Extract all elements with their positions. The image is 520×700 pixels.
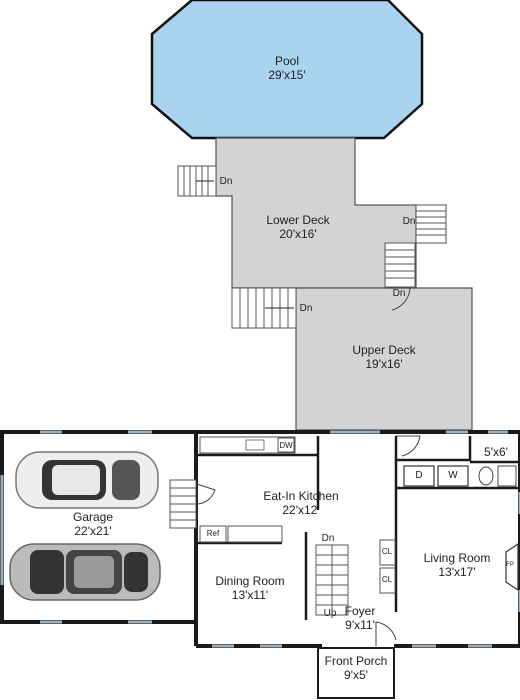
kitchen-label: Eat-In Kitchen 22'x12' [263, 489, 339, 518]
lower-deck-dims: 20'x16' [279, 226, 317, 241]
dining-dims: 13'x11' [231, 587, 269, 602]
car-top [15, 451, 159, 509]
refrigerator-label: Ref [206, 529, 220, 538]
closet-label-upper: CL [381, 547, 393, 556]
stairs-lower-down [384, 242, 416, 288]
upper-deck-dims: 19'x16' [365, 356, 403, 371]
pool-shape [150, 0, 424, 140]
dryer [403, 465, 435, 487]
dining-label: Dining Room 13'x11' [215, 574, 285, 603]
dn-label-lower-right: Dn [402, 216, 416, 227]
fireplace-label: FP [506, 562, 514, 568]
pool-dims: 29'x15' [268, 67, 306, 82]
lower-deck-label: Lower Deck 20'x16' [266, 213, 330, 242]
stairs-foyer [315, 544, 349, 616]
pool-label: Pool 29'x15' [268, 54, 306, 83]
porch-label: Front Porch 9'x5' [324, 654, 388, 683]
dryer-label: D [415, 470, 423, 481]
foyer-name: Foyer [344, 604, 376, 618]
bath-sink [497, 465, 517, 487]
garage-door-swing [196, 483, 216, 505]
pool-name: Pool [274, 54, 300, 68]
dn-label-deck-door: Dn [392, 288, 406, 299]
lower-deck-name: Lower Deck [266, 213, 330, 227]
front-porch [317, 647, 395, 699]
bath-dims: 5'x6' [484, 445, 508, 459]
living-dims: 13'x17' [438, 564, 476, 579]
up-label-foyer: Up [323, 608, 337, 619]
closet-label-lower: CL [381, 575, 393, 584]
stairs-lower-left [177, 165, 217, 197]
living-name: Living Room [423, 551, 491, 565]
counter-run [227, 525, 283, 543]
porch-dims: 9'x5' [344, 667, 368, 682]
dining-name: Dining Room [215, 574, 285, 588]
garage-dims: 22'x21' [74, 523, 112, 538]
dn-label-lower-left: Dn [219, 176, 233, 187]
windows [40, 430, 520, 648]
living-label: Living Room 13'x17' [423, 551, 491, 580]
fireplace-shape [505, 542, 519, 592]
living-door-swing [396, 435, 421, 457]
washer [437, 465, 469, 487]
entry-door-swing [375, 621, 397, 646]
toilet [478, 466, 494, 486]
foyer-dims: 9'x11' [345, 617, 375, 632]
garage-label: Garage 22'x21' [72, 510, 114, 539]
closet-upper [379, 539, 396, 566]
garage-name: Garage [72, 510, 114, 524]
closet-lower [379, 567, 396, 594]
kitchen-name: Eat-In Kitchen [263, 489, 339, 503]
upper-deck-name: Upper Deck [352, 343, 416, 357]
dn-label-foyer: Dn [321, 533, 335, 544]
stairs-upper-left [231, 287, 297, 329]
kitchen-dims: 22'x12' [282, 502, 320, 517]
upper-deck-label: Upper Deck 19'x16' [352, 343, 416, 372]
kitchen-sink [245, 439, 265, 451]
car-bottom [9, 543, 161, 601]
refrigerator [199, 525, 227, 543]
deck-door-swing [386, 287, 411, 311]
porch-name: Front Porch [324, 654, 388, 668]
dishwasher [277, 437, 295, 453]
stairs-lower-right [415, 204, 447, 244]
stairs-garage [169, 479, 197, 529]
dishwasher-label: DW [279, 441, 293, 450]
interior-walls [197, 436, 520, 620]
foyer-label: Foyer 9'x11' [344, 604, 376, 633]
washer-label: W [448, 470, 458, 481]
dn-label-upper-left: Dn [299, 303, 313, 314]
